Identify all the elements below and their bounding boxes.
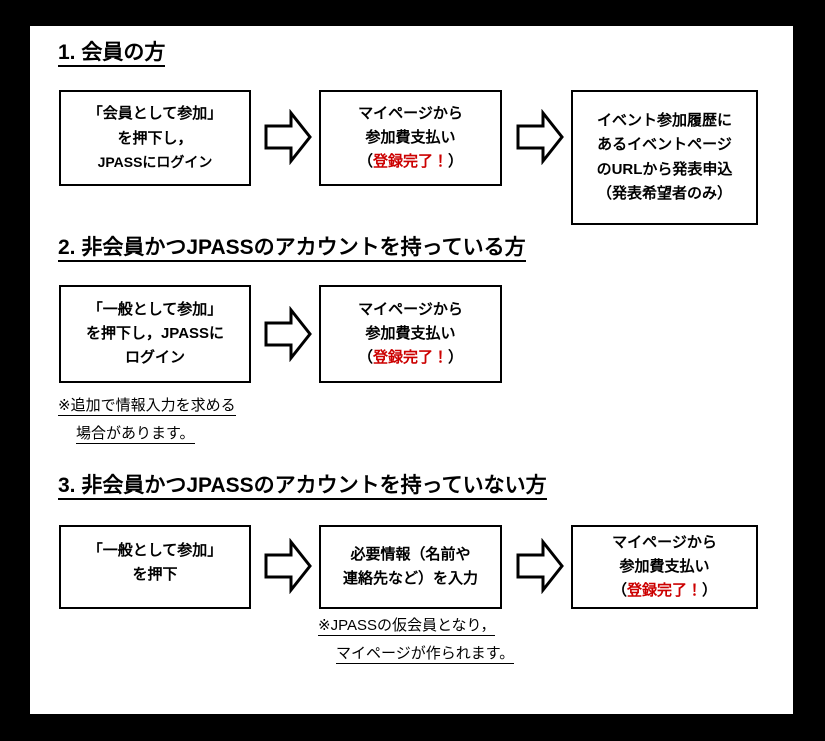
step-box-2-2: マイページから 参加費支払い （登録完了！）: [319, 285, 502, 383]
step-line: を押下し，: [117, 129, 193, 147]
step-line: 必要情報（名前や: [350, 545, 471, 563]
section-heading-2: 2. 非会員かつJPASSのアカウントを持っている方: [58, 236, 526, 263]
registration-complete-text: 登録完了！: [372, 349, 448, 367]
step-box-1-2: マイページから 参加費支払い （登録完了！）: [319, 90, 502, 186]
step-line: ログイン: [124, 349, 185, 367]
note-line: 場合があります。: [76, 425, 195, 444]
note-line: ※JPASSの仮会員となり，: [318, 617, 496, 636]
step-text-stack: 「一般として参加」 を押下: [88, 539, 223, 588]
arrow-right-icon: [515, 537, 565, 595]
step-line-emphasis: （登録完了！）: [612, 579, 717, 603]
step-line-emphasis: （登録完了！）: [358, 346, 463, 370]
step-box-3-3: マイページから 参加費支払い （登録完了！）: [571, 525, 758, 609]
step-line: あるイベントページ: [597, 136, 732, 154]
flow-row-2: 「一般として参加」 を押下し，JPASSに ログイン マイページから 参加費支払…: [30, 281, 793, 386]
paren-close: ）: [702, 582, 718, 600]
diagram-canvas: 1. 会員の方 「会員として参加」 を押下し， JPASSにログイン マイページ…: [30, 26, 793, 714]
step-line: のURLから発表申込: [596, 160, 733, 178]
note-section-3: ※JPASSの仮会員となり， マイページが作られます。: [318, 617, 515, 674]
arrow-right-icon: [263, 305, 313, 363]
step-line-emphasis: （登録完了！）: [358, 150, 463, 174]
section-heading-3: 3. 非会員かつJPASSのアカウントを持っていない方: [58, 474, 547, 501]
paren-open: （: [611, 582, 627, 600]
step-line: マイページから: [358, 104, 463, 122]
step-line: （発表希望者のみ）: [596, 184, 732, 202]
arrow-right-icon: [263, 108, 313, 166]
paren-close: ）: [448, 153, 464, 171]
arrow-right-icon: [515, 108, 565, 166]
step-line: 参加費支払い: [365, 324, 456, 342]
step-line: イベント参加履歴に: [596, 111, 732, 129]
step-box-1-3: イベント参加履歴に あるイベントページ のURLから発表申込 （発表希望者のみ）: [571, 90, 758, 225]
flow-row-1: 「会員として参加」 を押下し， JPASSにログイン マイページから 参加費支払…: [30, 84, 793, 225]
step-line: 「一般として参加」: [87, 541, 223, 559]
step-line: を押下: [132, 566, 178, 583]
paren-open: （: [357, 153, 373, 171]
step-line: を押下し，JPASSに: [85, 324, 225, 342]
paren-open: （: [357, 349, 373, 367]
step-box-3-1: 「一般として参加」 を押下: [59, 525, 251, 609]
note-line: マイページが作られます。: [336, 645, 515, 664]
step-line: 参加費支払い: [365, 128, 456, 146]
step-box-3-2: 必要情報（名前や 連絡先など）を入力: [319, 525, 502, 609]
step-line: マイページから: [612, 533, 717, 551]
step-line: 参加費支払い: [619, 557, 710, 575]
step-text-stack: 必要情報（名前や 連絡先など）を入力: [343, 543, 478, 592]
registration-complete-text: 登録完了！: [372, 153, 448, 171]
step-box-1-1: 「会員として参加」 を押下し， JPASSにログイン: [59, 90, 251, 186]
step-line: 連絡先など）を入力: [342, 570, 478, 587]
paren-close: ）: [448, 349, 464, 367]
registration-complete-text: 登録完了！: [626, 582, 702, 600]
step-line: JPASSにログイン: [97, 153, 213, 170]
flow-row-3: 「一般として参加」 を押下 必要情報（名前や 連絡先など）を入力 マイページから…: [30, 521, 793, 616]
section-heading-1: 1. 会員の方: [58, 41, 166, 68]
arrow-right-icon: [263, 537, 313, 595]
note-section-2: ※追加で情報入力を求める 場合があります。: [58, 398, 236, 454]
step-line: 「会員として参加」: [87, 105, 223, 123]
step-line: マイページから: [358, 300, 463, 318]
step-box-2-1: 「一般として参加」 を押下し，JPASSに ログイン: [59, 285, 251, 383]
step-line: 「一般として参加」: [87, 300, 223, 318]
note-line: ※追加で情報入力を求める: [58, 397, 236, 416]
